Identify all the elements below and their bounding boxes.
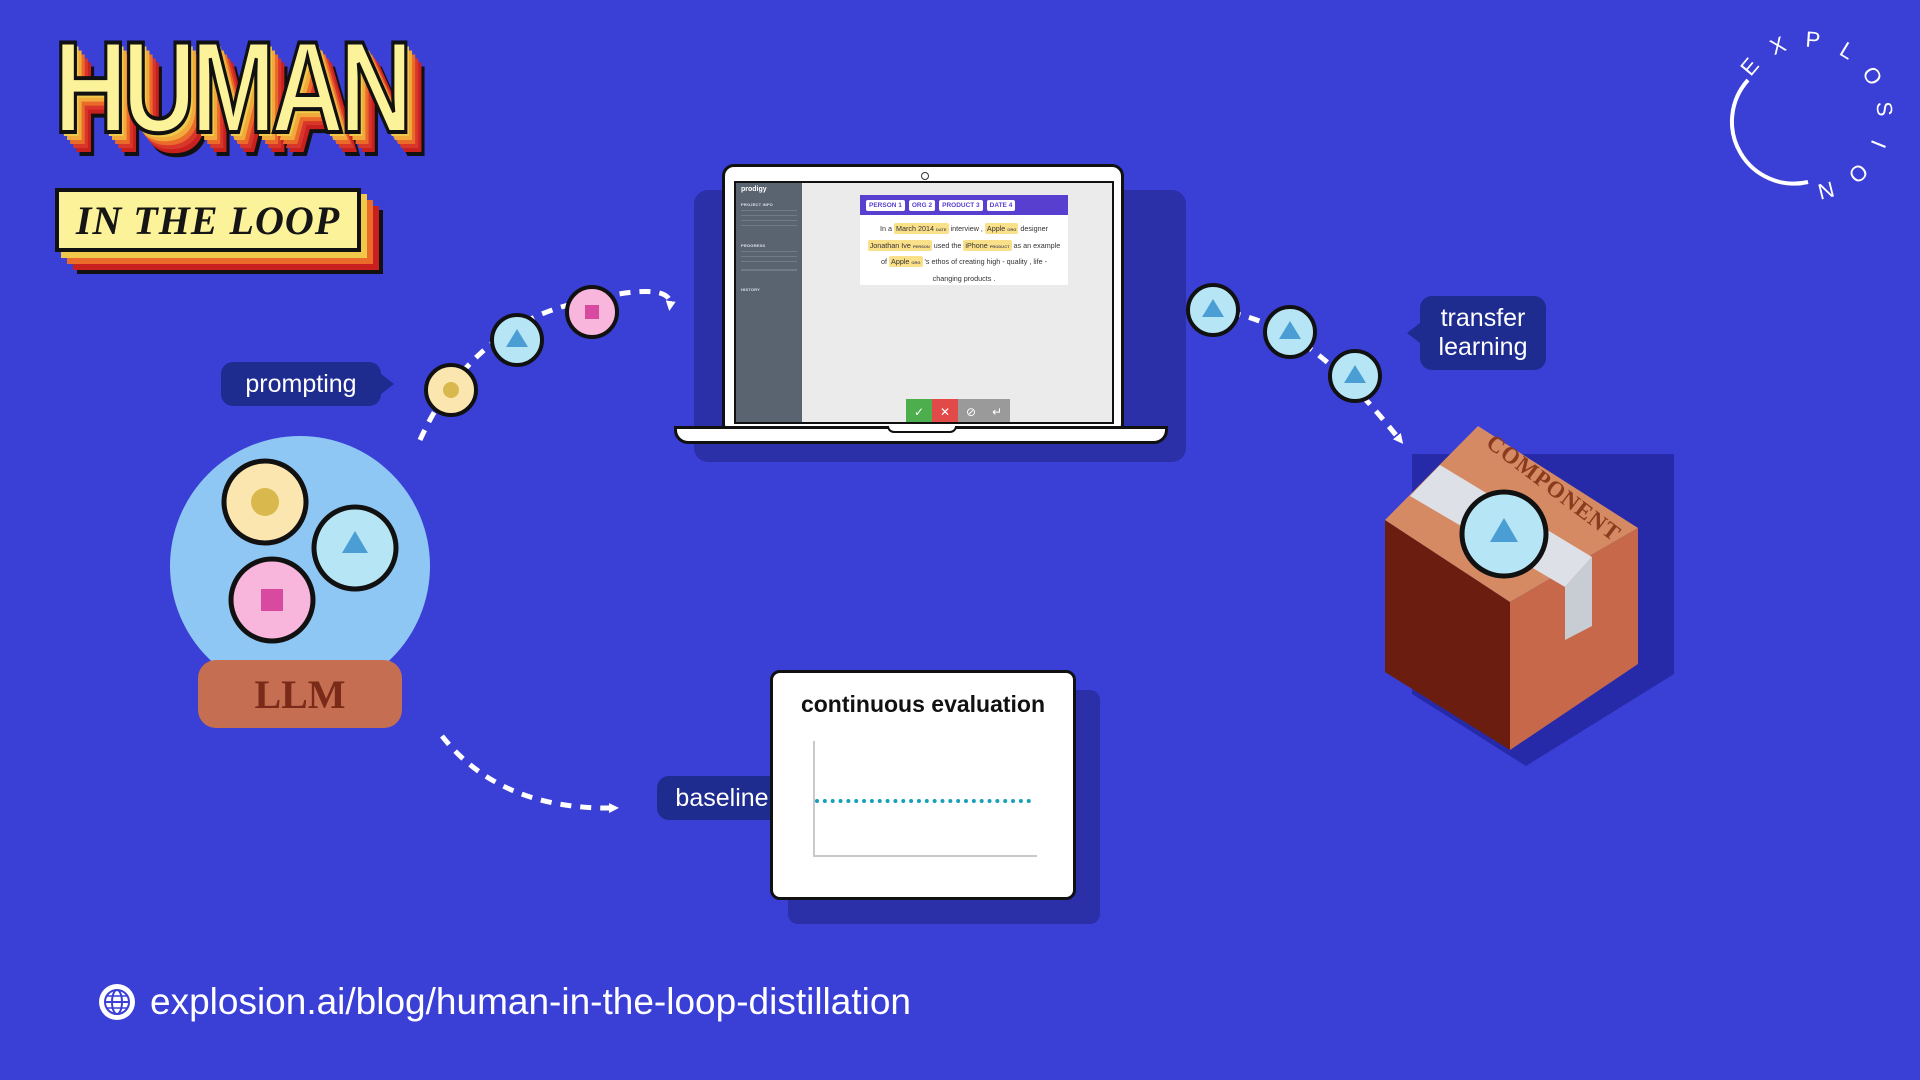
entity-label-date[interactable]: DATE 4 [986, 199, 1016, 211]
progress-bar [741, 269, 797, 271]
sidebar-row [741, 210, 797, 211]
prodigy-sidebar: prodigy PROJECT INFO PROGRESS HISTORY [736, 183, 802, 422]
entity-label-org[interactable]: ORG 2 [908, 199, 936, 211]
entity-label-person[interactable]: PERSON 1 [866, 199, 905, 211]
sidebar-row [741, 215, 797, 216]
footer-url-text[interactable]: explosion.ai/blog/human-in-the-loop-dist… [150, 981, 911, 1022]
prodigy-logo: prodigy [741, 186, 767, 193]
llm-globe [170, 436, 430, 728]
sidebar-section-history: HISTORY [741, 287, 760, 292]
reject-button[interactable]: ✕ [932, 399, 958, 422]
title-human: HUMAN [52, 14, 414, 160]
entity-span-label: ORG [911, 260, 921, 265]
sidebar-row [741, 261, 797, 262]
label-transfer-text: transfer [1440, 304, 1526, 332]
token-triangle-blue [1186, 283, 1240, 337]
sidebar-section-project-info: PROJECT INFO [741, 202, 773, 207]
entity-span-label: PRODUCT [989, 243, 1010, 249]
wordmark-letter: S [1871, 100, 1898, 118]
globe-icon [99, 984, 135, 1020]
laptop-notch [887, 426, 957, 433]
token-triangle-blue [311, 504, 399, 592]
wordmark-letter: P [1805, 26, 1822, 53]
ignore-button[interactable]: ⊘ [958, 399, 984, 422]
label-transfer-learning: transfer learning [1407, 296, 1546, 370]
sidebar-row [741, 256, 797, 257]
entity-span-label: ORG [1007, 227, 1017, 232]
token-square-pink [565, 285, 619, 339]
flow-arrow-llm-to-evaluation [440, 734, 619, 814]
sidebar-row [741, 225, 797, 226]
evaluation-x-axis [813, 855, 1037, 857]
undo-button[interactable]: ↵ [984, 399, 1010, 422]
token-triangle-blue [1263, 305, 1317, 359]
label-prompting: prompting [221, 362, 394, 406]
label-learning-text: learning [1438, 333, 1528, 361]
sidebar-row [741, 220, 797, 221]
laptop-base [674, 426, 1168, 444]
token-triangle-blue [490, 313, 544, 367]
baseline-line [815, 799, 1031, 803]
sidebar-row [741, 251, 797, 252]
label-baseline: baseline [657, 776, 800, 820]
explosion-logo [1729, 78, 1809, 186]
token-circle-yellow [221, 458, 309, 546]
action-buttons: ✓✕⊘↵ [906, 399, 1010, 422]
token-circle-yellow [424, 363, 478, 417]
accept-button[interactable]: ✓ [906, 399, 932, 422]
evaluation-card: continuous evaluation [770, 670, 1076, 900]
footer-link[interactable]: explosion.ai/blog/human-in-the-loop-dist… [98, 978, 911, 1026]
token-triangle-blue [1328, 349, 1382, 403]
title-in-the-loop: IN THE LOOP [55, 188, 361, 252]
sidebar-section-progress: PROGRESS [741, 243, 766, 248]
camera-icon [921, 172, 929, 180]
label-baseline-text: baseline [675, 783, 769, 812]
title-in-the-loop-text: IN THE LOOP [75, 197, 341, 243]
evaluation-y-axis [813, 741, 815, 857]
component-box [1385, 426, 1674, 766]
entity-span-label: DATE [935, 227, 947, 232]
entity-span-label: PERSON [912, 243, 930, 249]
label-prompting-text: prompting [245, 369, 357, 398]
llm-label: LLM [254, 671, 346, 717]
prodigy-screen: prodigy PROJECT INFO PROGRESS HISTORY PE… [734, 181, 1114, 424]
laptop: prodigy PROJECT INFO PROGRESS HISTORY PE… [722, 164, 1124, 436]
token-square-pink [228, 556, 316, 644]
evaluation-title: continuous evaluation [800, 691, 1046, 717]
entity-label-product[interactable]: PRODUCT 3 [939, 199, 983, 211]
